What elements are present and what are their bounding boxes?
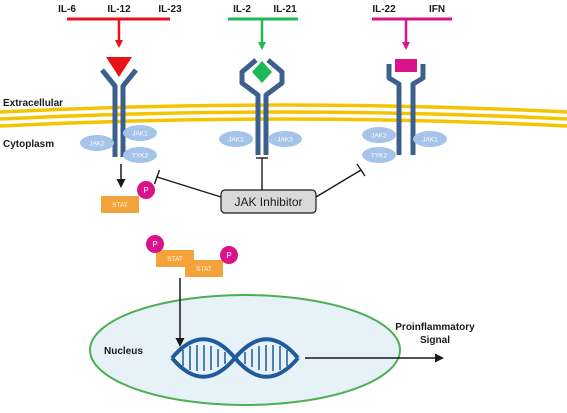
phospho-label: P (226, 251, 231, 260)
output-label-line1: Proinflammatory (395, 322, 475, 333)
ligand-label: IL-2 (233, 4, 251, 15)
phospho-label: P (152, 240, 157, 249)
svg-text:JAK2: JAK2 (371, 133, 387, 140)
inhibition-line-right (315, 169, 362, 198)
ligand-label: IL-22 (372, 4, 396, 15)
dna-helix-icon (170, 337, 300, 379)
stat-box (185, 260, 223, 277)
kinase-jak1: JAK1 (413, 131, 447, 147)
kinase-jak2: JAK2 (362, 127, 396, 143)
receptor-chain-left (239, 58, 261, 155)
ligand-label: IL-6 (58, 4, 76, 15)
ligand-diamond (252, 61, 272, 83)
kinase-jak1: JAK1 (123, 125, 157, 141)
cell-membrane (0, 103, 567, 128)
inhibition-bar-right (356, 163, 366, 177)
receptor-3-group: IL-22 IFN JAK2 TYK2 JAK1 (362, 4, 452, 163)
kinase-tyk2: TYK2 (123, 147, 157, 163)
inhibition-bar-left (153, 169, 161, 185)
jak-inhibitor: JAK Inhibitor (153, 157, 366, 214)
stat-dimer: STAT STAT P P (146, 235, 238, 277)
stat-label: STAT (196, 266, 212, 273)
inhibitor-box (220, 189, 317, 214)
phospho-stat-single: STAT P (101, 181, 155, 213)
ligand-label: IL-12 (107, 4, 131, 15)
receptor-2-group: IL-2 IL-21 JAK1 JAK3 (219, 4, 302, 155)
phospho-circle (220, 246, 238, 264)
svg-text:TYK2: TYK2 (132, 153, 149, 160)
stat-box (156, 250, 194, 267)
ligand-label: IFN (429, 4, 445, 15)
svg-text:JAK1: JAK1 (132, 131, 148, 138)
phospho-label: P (143, 186, 148, 195)
svg-text:TYK2: TYK2 (371, 153, 388, 160)
phospho-circle (146, 235, 164, 253)
receptor-1-group: IL-6 IL-12 IL-23 JAK2 JAK1 TYK2 (58, 4, 182, 163)
phospho-circle (137, 181, 155, 199)
output-label-line2: Signal (420, 335, 450, 346)
ligand-triangle (106, 57, 132, 77)
kinase-jak1: JAK1 (219, 131, 253, 147)
stat-box (101, 196, 139, 213)
kinase-tyk2: TYK2 (362, 147, 396, 163)
svg-text:JAK1: JAK1 (422, 137, 438, 144)
receptor-chain-right (410, 64, 426, 155)
svg-text:JAK1: JAK1 (228, 137, 244, 144)
extracellular-label: Extracellular (3, 98, 63, 109)
receptor-chain-left (386, 64, 402, 155)
inhibitor-label: JAK Inhibitor (234, 195, 302, 209)
ligand-label: IL-23 (158, 4, 182, 15)
svg-text:JAK2: JAK2 (89, 141, 105, 148)
cytoplasm-label: Cytoplasm (3, 139, 54, 150)
nucleus-label: Nucleus (104, 346, 143, 357)
receptor-chain-right (263, 58, 285, 155)
stat-label: STAT (167, 256, 183, 263)
receptor-chain-left (100, 68, 118, 157)
stat-label: STAT (112, 202, 128, 209)
receptor-chain-right (120, 68, 138, 157)
kinase-jak3: JAK3 (268, 131, 302, 147)
kinase-jak2: JAK2 (80, 135, 114, 151)
ligand-label: IL-21 (273, 4, 297, 15)
inhibition-line-left (156, 176, 222, 198)
svg-text:JAK3: JAK3 (277, 137, 293, 144)
ligand-square (395, 59, 417, 72)
